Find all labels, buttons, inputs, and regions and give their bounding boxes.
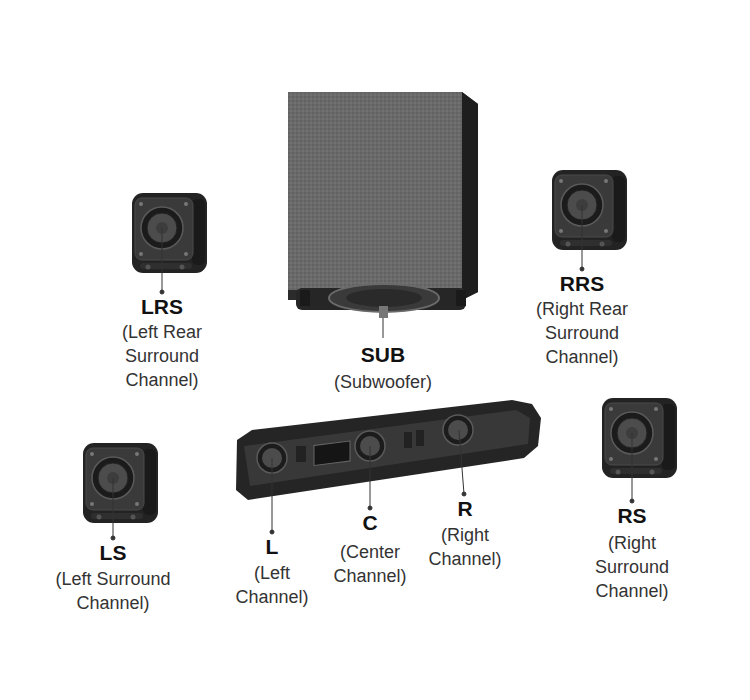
channel-code: C bbox=[340, 511, 400, 535]
subwoofer-side bbox=[462, 92, 478, 300]
subwoofer-foot bbox=[456, 290, 466, 306]
leader-dot bbox=[368, 506, 372, 510]
leader-dot bbox=[462, 492, 466, 496]
channel-code: RS bbox=[602, 504, 662, 528]
soundbar-driver-cone bbox=[448, 420, 468, 440]
soundbar-display bbox=[314, 441, 350, 465]
leader-line bbox=[370, 446, 371, 508]
subwoofer-foot bbox=[379, 306, 388, 318]
channel-description: (Subwoofer) bbox=[303, 370, 463, 394]
channel-code: LRS bbox=[102, 295, 222, 319]
leader-dot bbox=[270, 530, 274, 534]
channel-description: (Left Surround Channel) bbox=[28, 567, 198, 615]
channel-description: (Right Rear Surround Channel) bbox=[517, 297, 647, 369]
rear-right-speaker bbox=[552, 170, 627, 250]
channel-description: (Right Channel) bbox=[420, 523, 510, 571]
leader-line bbox=[459, 430, 464, 494]
leader-dot bbox=[580, 267, 584, 271]
subwoofer-grille bbox=[288, 92, 462, 290]
soundbar-illustration bbox=[236, 400, 541, 500]
channel-description: (Center Channel) bbox=[320, 540, 420, 588]
channel-code: RRS bbox=[522, 272, 642, 296]
channel-description: (Right Surround Channel) bbox=[582, 531, 682, 603]
leader-line bbox=[632, 433, 633, 501]
leader-dot bbox=[160, 290, 164, 294]
subwoofer-cone bbox=[346, 289, 422, 307]
leader-line bbox=[162, 228, 163, 292]
channel-code: SUB bbox=[323, 343, 443, 367]
subwoofer-foot bbox=[300, 290, 310, 306]
soundbar-driver bbox=[443, 415, 473, 445]
channel-description: (Left Channel) bbox=[227, 561, 317, 609]
subwoofer-body bbox=[288, 92, 478, 300]
channel-description: (Left Rear Surround Channel) bbox=[107, 320, 217, 392]
leader-line bbox=[582, 205, 583, 269]
leader-dot bbox=[111, 536, 115, 540]
leader-dot bbox=[630, 499, 634, 503]
soundbar-port bbox=[296, 446, 306, 462]
soundbar-port bbox=[416, 430, 424, 446]
right-surround-speaker bbox=[602, 398, 677, 478]
leader-line bbox=[113, 478, 114, 538]
soundbar-face bbox=[244, 410, 530, 486]
soundbar-body bbox=[236, 400, 541, 500]
channel-code: R bbox=[435, 497, 495, 521]
soundbar-port bbox=[404, 432, 412, 448]
channel-code: LS bbox=[73, 541, 153, 565]
leader-line bbox=[272, 458, 273, 532]
subwoofer-illustration bbox=[288, 92, 478, 318]
rear-left-speaker bbox=[132, 193, 207, 273]
left-surround-speaker bbox=[83, 443, 158, 523]
channel-code: L bbox=[242, 535, 302, 559]
leader-line bbox=[383, 318, 384, 338]
